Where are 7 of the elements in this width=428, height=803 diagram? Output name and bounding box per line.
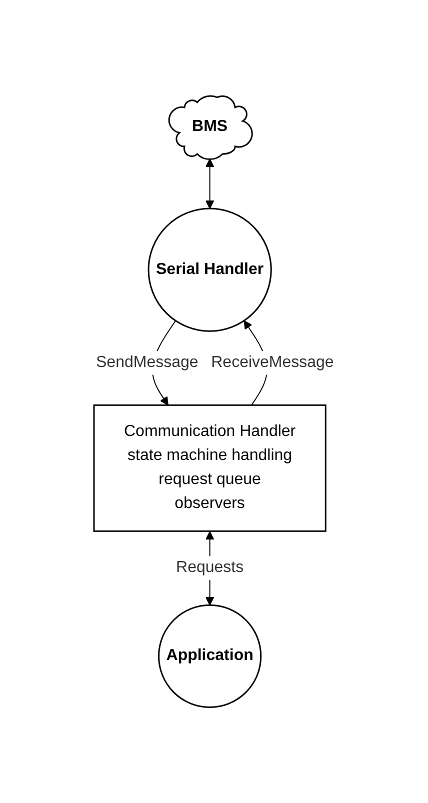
arrow [206,158,214,209]
edge-label: Requests [176,559,244,576]
edge-label: SendMessage [96,354,198,371]
node-circle: Application [158,604,262,708]
node-box: Communication Handler state machine handling request queue observers [93,404,326,532]
edge-label: ReceiveMessage [211,354,334,371]
node-circle: Serial Handler [148,208,272,332]
